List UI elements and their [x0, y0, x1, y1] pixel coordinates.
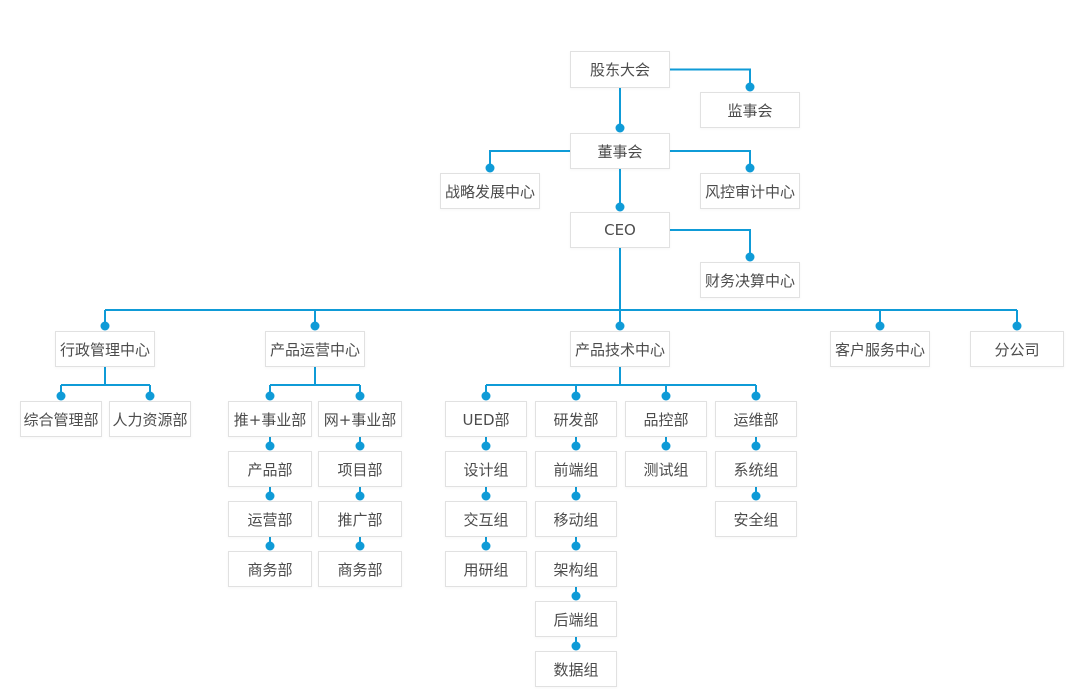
- connector-dot: [355, 541, 365, 551]
- connector-dot: [355, 391, 365, 401]
- org-node-operation: 运营部: [228, 501, 312, 537]
- org-node-data: 数据组: [535, 651, 617, 687]
- org-node-ued: UED部: [445, 401, 527, 437]
- org-node-project: 项目部: [318, 451, 402, 487]
- org-node-promotion: 推广部: [318, 501, 402, 537]
- org-node-risk: 风控审计中心: [700, 173, 800, 209]
- connector-dot: [751, 491, 761, 501]
- connector-dot: [615, 123, 625, 133]
- org-node-backend: 后端组: [535, 601, 617, 637]
- org-node-wang: 网+事业部: [318, 401, 402, 437]
- connector-dot: [1012, 321, 1022, 331]
- connector-dot: [481, 541, 491, 551]
- org-node-biz1: 商务部: [228, 551, 312, 587]
- connector-line: [489, 150, 570, 168]
- connector-dot: [355, 441, 365, 451]
- connector-line: [670, 150, 751, 168]
- org-node-tui: 推+事业部: [228, 401, 312, 437]
- org-node-supervisory: 监事会: [700, 92, 800, 128]
- org-node-system: 系统组: [715, 451, 797, 487]
- org-node-branch: 分公司: [970, 331, 1064, 367]
- connector-dot: [481, 441, 491, 451]
- org-node-ops: 产品运营中心: [265, 331, 365, 367]
- connector-dot: [265, 391, 275, 401]
- connector-dot: [751, 441, 761, 451]
- connector-dot: [481, 391, 491, 401]
- connector-dot: [355, 491, 365, 501]
- connector-dot: [265, 541, 275, 551]
- connector-line: [670, 68, 751, 87]
- org-node-interaction: 交互组: [445, 501, 527, 537]
- org-node-service: 客户服务中心: [830, 331, 930, 367]
- connector-dot: [265, 491, 275, 501]
- connector-dot: [661, 441, 671, 451]
- connector-dot: [571, 441, 581, 451]
- org-node-general: 综合管理部: [20, 401, 102, 437]
- org-node-security: 安全组: [715, 501, 797, 537]
- org-node-product: 产品部: [228, 451, 312, 487]
- org-node-arch: 架构组: [535, 551, 617, 587]
- connector-dot: [745, 82, 755, 92]
- connector-dot: [615, 202, 625, 212]
- org-node-biz2: 商务部: [318, 551, 402, 587]
- org-node-mobile: 移动组: [535, 501, 617, 537]
- connector-dot: [481, 491, 491, 501]
- org-node-rd: 研发部: [535, 401, 617, 437]
- org-node-strategy: 战略发展中心: [440, 173, 540, 209]
- org-node-om: 运维部: [715, 401, 797, 437]
- org-node-qc: 品控部: [625, 401, 707, 437]
- connector-dot: [571, 391, 581, 401]
- org-node-ceo: CEO: [570, 212, 670, 248]
- connector-dot: [745, 163, 755, 173]
- connector-dot: [875, 321, 885, 331]
- org-node-finance: 财务决算中心: [700, 262, 800, 298]
- connector-line: [670, 229, 751, 257]
- connector-dot: [56, 391, 66, 401]
- connector-dot: [265, 441, 275, 451]
- org-node-admin: 行政管理中心: [55, 331, 155, 367]
- connector-dot: [571, 541, 581, 551]
- connector-dot: [485, 163, 495, 173]
- connector-dot: [751, 391, 761, 401]
- connector-dot: [145, 391, 155, 401]
- connector-dot: [615, 321, 625, 331]
- org-node-tech: 产品技术中心: [570, 331, 670, 367]
- org-node-design: 设计组: [445, 451, 527, 487]
- connector-dot: [661, 391, 671, 401]
- connector-dot: [310, 321, 320, 331]
- org-node-test: 测试组: [625, 451, 707, 487]
- connector-dot: [100, 321, 110, 331]
- org-node-research: 用研组: [445, 551, 527, 587]
- connector-dot: [571, 591, 581, 601]
- connector-dot: [571, 491, 581, 501]
- connector-dot: [571, 641, 581, 651]
- connector-dot: [745, 252, 755, 262]
- org-node-hr: 人力资源部: [109, 401, 191, 437]
- org-node-shareholders: 股东大会: [570, 51, 670, 88]
- org-node-frontend: 前端组: [535, 451, 617, 487]
- org-node-board: 董事会: [570, 133, 670, 169]
